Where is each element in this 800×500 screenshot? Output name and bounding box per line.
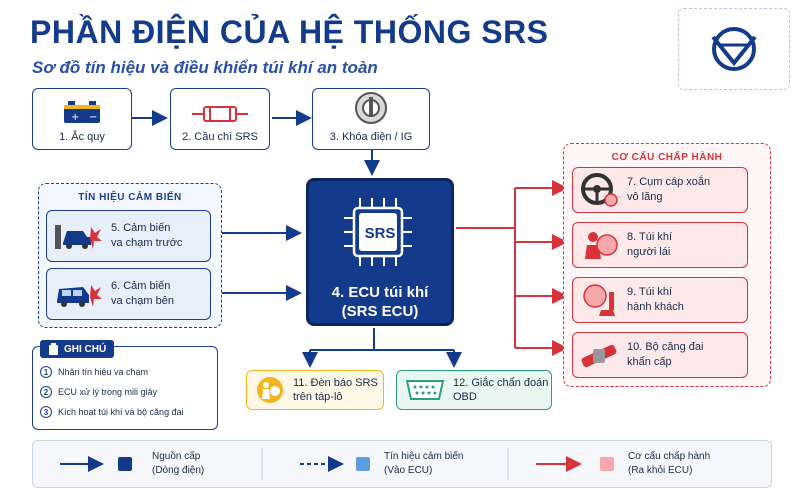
- ecu-chip-text: SRS: [364, 225, 396, 242]
- page-subtitle: Sơ đồ tín hiệu và điều khiển túi khí an …: [32, 58, 378, 77]
- note-item: 3 Kích hoạt túi khí và bộ căng đai: [40, 406, 184, 418]
- passenger-airbag-box: 9. Túi khí hành khách: [572, 277, 748, 323]
- front-crash-sensor-icon: [55, 225, 102, 249]
- pretensioner-line2: khẩn cấp: [627, 356, 672, 368]
- ecu-line2: (SRS ECU): [341, 303, 419, 320]
- steering-wheel-icon: [581, 173, 618, 207]
- note-text: Nhận tín hiệu va chạm: [58, 367, 149, 377]
- fuse-label: 2. Cầu chì SRS: [182, 131, 258, 143]
- actuator-group-title: CƠ CẤU CHẤP HÀNH: [611, 152, 723, 163]
- legend-sensor-line1: Tín hiệu cảm biến: [384, 451, 464, 462]
- legend-actuator-line1: Cơ cấu chấp hành: [628, 451, 711, 462]
- battery-box: + − 1. Ắc quy: [32, 88, 132, 150]
- clipboard-icon: [49, 343, 58, 355]
- clockspring-line1: 7. Cụm cáp xoắn: [627, 176, 711, 188]
- legend-sensor-line2: (Vào ECU): [384, 465, 433, 476]
- legend-power-line1: Nguồn cấp: [152, 451, 201, 462]
- legend-symbols: [60, 448, 614, 480]
- driver-airbag-icon: [585, 232, 618, 259]
- driver-airbag-box: 8. Túi khí người lái: [572, 222, 748, 268]
- legend: [32, 440, 772, 488]
- driver-airbag-line2: người lái: [627, 246, 671, 258]
- brand-logo: [678, 8, 790, 90]
- svg-text:+: +: [71, 112, 79, 123]
- obd-line1: 12. Giắc chẩn đoán: [453, 377, 549, 389]
- side-sensor-line1: 6. Cảm biến: [111, 280, 171, 292]
- notes-title: GHI CHÚ: [64, 343, 107, 355]
- front-sensor-box: 5. Cảm biến va chạm trước: [46, 210, 211, 262]
- passenger-airbag-line1: 9. Túi khí: [627, 286, 673, 298]
- legend-item-power: Nguồn cấp (Dòng điện): [152, 450, 204, 478]
- driver-airbag-line1: 8. Túi khí: [627, 231, 673, 243]
- passenger-airbag-icon: [583, 284, 615, 316]
- warning-light-line1: 11. Đèn báo SRS: [293, 377, 378, 389]
- side-crash-sensor-icon: [57, 285, 102, 307]
- legend-item-actuator: Cơ cấu chấp hành (Ra khỏi ECU): [628, 450, 710, 478]
- fuse-icon: [192, 106, 248, 122]
- pretensioner-box: 10. Bộ căng đai khẩn cấp: [572, 332, 748, 378]
- seatbelt-pretensioner-icon: [581, 344, 617, 368]
- logo-icon: [711, 27, 757, 71]
- legend-actuator-line2: (Ra khỏi ECU): [628, 465, 693, 476]
- battery-label: 1. Ắc quy: [59, 131, 105, 143]
- srs-warning-light-icon: [257, 377, 283, 403]
- page-title: PHẦN ĐIỆN CỦA HỆ THỐNG SRS: [30, 14, 549, 50]
- note-number: 3: [40, 406, 52, 418]
- clockspring-box: 7. Cụm cáp xoắn vô lăng: [572, 167, 748, 213]
- note-number: 2: [40, 386, 52, 398]
- note-item: 1 Nhận tín hiệu va chạm: [40, 366, 148, 378]
- notes-header: GHI CHÚ: [40, 340, 115, 358]
- note-number: 1: [40, 366, 52, 378]
- legend-power-line2: (Dòng điện): [152, 465, 205, 476]
- battery-icon: + −: [64, 101, 100, 123]
- sensor-group-title: TÍN HIỆU CẢM BIẾN: [78, 192, 182, 203]
- front-sensor-line1: 5. Cảm biến: [111, 222, 171, 234]
- note-item: 2 ECU xử lý trong mili giây: [40, 386, 157, 398]
- srs-ecu: [306, 178, 454, 326]
- side-sensor-line2: va chạm bên: [111, 295, 174, 307]
- clockspring-line2: vô lăng: [627, 191, 663, 203]
- ignition-box: 3. Khóa điện / IG: [312, 88, 430, 150]
- ignition-label: 3. Khóa điện / IG: [329, 131, 413, 143]
- side-sensor-box: 6. Cảm biến va chạm bên: [46, 268, 211, 320]
- ecu-line1: 4. ECU túi khí: [331, 284, 429, 301]
- obd-connector-box: 12. Giắc chẩn đoán OBD: [396, 370, 552, 410]
- obd-line2: OBD: [453, 391, 477, 403]
- note-text: Kích hoạt túi khí và bộ căng đai: [58, 407, 184, 417]
- notes-panel: [32, 346, 218, 430]
- note-text: ECU xử lý trong mili giây: [58, 387, 158, 397]
- legend-item-sensor: Tín hiệu cảm biến (Vào ECU): [384, 450, 464, 478]
- front-sensor-line2: va chạm trước: [111, 237, 183, 249]
- fuse-box: 2. Cầu chì SRS: [170, 88, 270, 150]
- srs-warning-light-box: 11. Đèn báo SRS trên táp-lô: [246, 370, 384, 410]
- pretensioner-line1: 10. Bộ căng đai: [627, 341, 704, 353]
- ignition-key-icon: [355, 92, 387, 124]
- passenger-airbag-line2: hành khách: [627, 301, 684, 313]
- svg-text:−: −: [89, 112, 97, 123]
- ecu-chip-icon: [344, 198, 412, 266]
- obd-connector-icon: [405, 380, 445, 400]
- ecu-label: 4. ECU túi khí (SRS ECU): [306, 283, 454, 321]
- warning-light-line2: trên táp-lô: [293, 391, 343, 403]
